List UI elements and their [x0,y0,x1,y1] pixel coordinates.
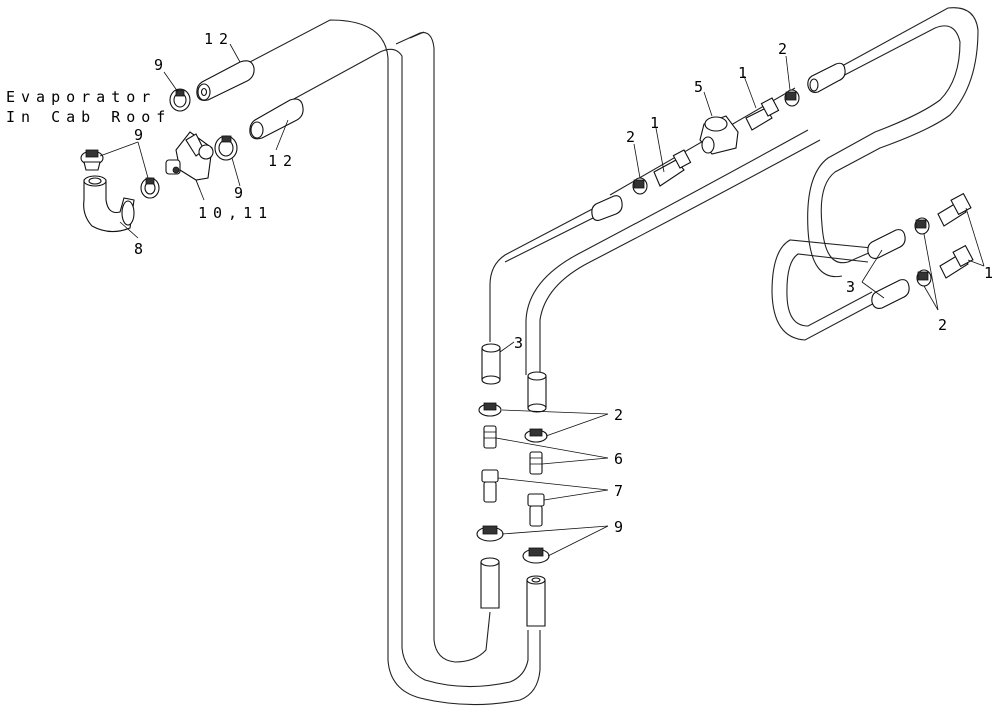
callout-1-upper-right: 1 [738,64,747,82]
hose-piece-upper-left [591,195,623,221]
hose-right-lower-inner [786,253,873,327]
clamp-9-stack-right [522,547,550,564]
callout-2-upper-right: 2 [778,40,787,58]
hose-left-inner [291,48,529,688]
clamp-9-top [169,88,191,112]
expansion-valve-10-11 [165,131,214,191]
hose-piece-stack-right-bottom [526,575,546,627]
hose-left-second-inner [409,31,425,39]
elbow-8 [83,175,135,233]
callout-9-valve: 9 [234,184,243,202]
hose-middle-a [489,204,601,342]
callout-12-lower: 12 [268,152,298,170]
hose-piece-3-left [481,343,501,385]
callout-8: 8 [134,240,143,258]
vertical-stack-parts [476,343,550,627]
callout-3-right: 3 [846,278,855,296]
fitting-6-right [529,451,543,475]
hose-middle-e [525,129,809,375]
clamp-2-right-upper [914,217,930,235]
clamp-2-upper [632,177,648,195]
hose-piece-stack-left-bottom [480,557,500,609]
hose-piece-right-stack [527,371,547,413]
callout-2-upper: 2 [626,128,635,146]
hose-left-second [395,32,491,663]
hose-piece-3-right-lower [871,279,910,309]
fitting-1-upper-a [653,149,692,187]
hose-piece-12-top [196,60,255,101]
hose-left-outer [249,19,541,706]
hose-right-lower [771,239,881,341]
callout-2-stack: 2 [614,406,623,424]
callout-1-right: 1 [984,264,993,282]
hose-right-upper-inner [807,25,961,278]
callout-3-stack: 3 [514,334,523,352]
clamp-9-right [214,135,238,161]
hose-piece-3-right-upper [867,229,906,259]
fitting-1-right-upper [937,192,972,227]
hose-middle-b [504,211,606,263]
hose-piece-upper-right [807,62,846,93]
upper-right-parts [591,62,846,221]
fitting-7-right [527,493,545,527]
callout-9-stack: 9 [614,518,623,536]
hose-piece-12-lower [249,98,304,140]
callout-12-top: 12 [204,30,234,48]
left-parts [80,60,304,233]
hose-runs [249,7,979,706]
right-side-parts [867,192,974,309]
fitting-1-upper-b [745,97,780,131]
clamp-2-right-lower [916,269,932,287]
fitting-7-left [481,469,499,503]
callout-9-left: 9 [134,126,143,144]
callout-6: 6 [614,450,623,468]
clamp-9-stack-left [476,525,504,542]
callout-1-upper: 1 [650,114,659,132]
clamp-2-upper-right [784,89,800,107]
callout-5: 5 [694,78,703,96]
valve-5 [699,115,739,155]
clamp-9-left [80,149,104,171]
callout-9-top: 9 [154,56,163,74]
callout-2-right: 2 [938,316,947,334]
clamp-9-middle [140,177,160,199]
caption-line-1: Evaporator [6,88,156,106]
leader-lines [99,43,985,557]
fitting-6-left [483,425,497,449]
fitting-1-right-lower [939,244,974,279]
callout-7: 7 [614,482,623,500]
caption-line-2: In Cab Roof [6,108,171,126]
hose-right-upper [820,7,979,264]
clamp-2-stack-left [478,402,502,417]
callout-10-11: 10,11 [198,204,273,222]
clamp-2-stack-right [524,428,548,443]
hose-middle-d [539,139,821,375]
